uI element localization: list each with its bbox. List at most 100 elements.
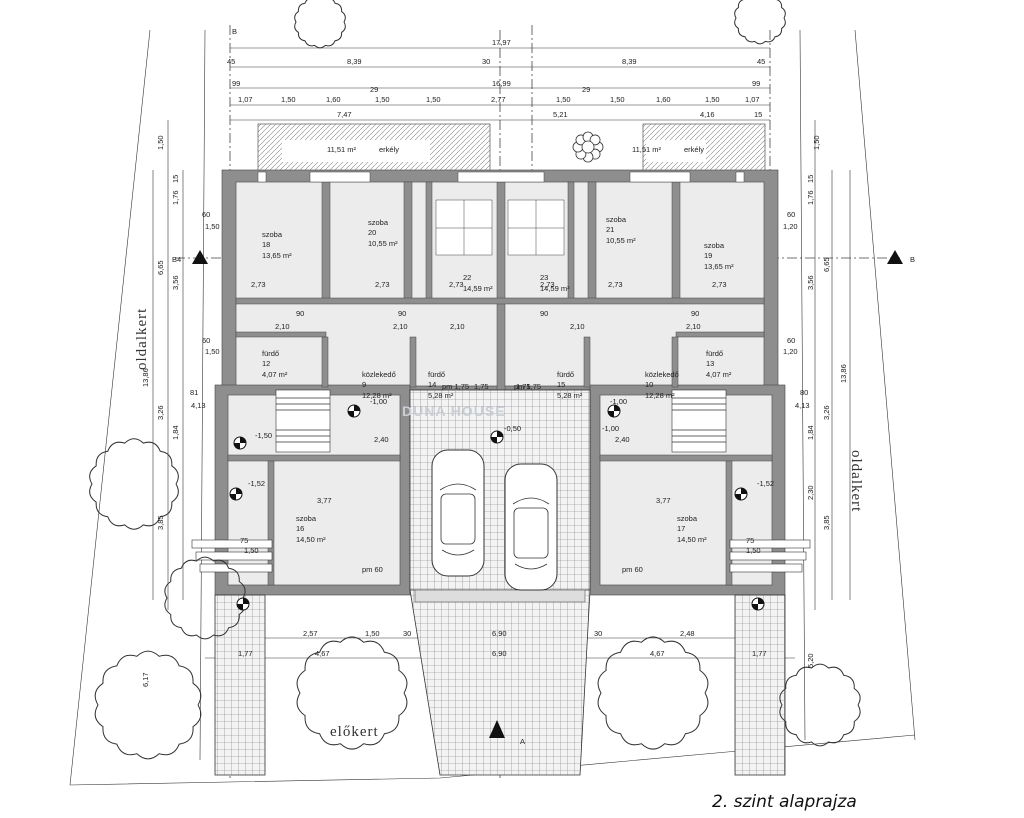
level-marker-icon bbox=[236, 597, 250, 611]
room-area: 13,65 m² bbox=[262, 251, 292, 260]
dimension-label: 17,97 bbox=[492, 38, 511, 47]
room-name: szoba bbox=[677, 514, 698, 523]
tree-crown bbox=[296, 636, 408, 750]
dimension-label: 90 bbox=[296, 309, 304, 318]
level-marker-icon bbox=[347, 404, 361, 418]
dimension-label: 1,84 bbox=[171, 425, 180, 440]
dimension-label: 6,17 bbox=[141, 672, 150, 687]
dimension-label: 16,99 bbox=[492, 79, 511, 88]
dimension-label: 29 bbox=[370, 85, 378, 94]
room-name: fürdő bbox=[262, 349, 279, 358]
section-arrow-bottom bbox=[489, 720, 505, 738]
dimension-label: 2,73 bbox=[449, 280, 464, 289]
dimension-label: 2,10 bbox=[275, 322, 290, 331]
dimension-label: 4,13 bbox=[795, 401, 810, 410]
plan-title: 2. szint alaprajza bbox=[712, 792, 857, 812]
dimension-label: 2,73 bbox=[251, 280, 266, 289]
dimension-label: 13,86 bbox=[839, 364, 848, 383]
dimension-label: 1,50 bbox=[812, 135, 821, 150]
level-marker-icon bbox=[229, 487, 243, 501]
section-arrow-right bbox=[887, 250, 903, 264]
dimension-label: 2,73 bbox=[712, 280, 727, 289]
level-marker-icon bbox=[751, 597, 765, 611]
room-name: közlekedő bbox=[362, 370, 396, 379]
room-name: fürdő bbox=[557, 370, 574, 379]
room-area: 4,07 m² bbox=[262, 370, 288, 379]
dimension-label: 99 bbox=[752, 79, 760, 88]
room-area: 14,50 m² bbox=[677, 535, 707, 544]
dimension-label: pm 1,75 bbox=[514, 382, 541, 391]
dimension-label: 3,77 bbox=[317, 496, 332, 505]
room-number: 21 bbox=[606, 225, 614, 234]
dimension-label: 2,48 bbox=[680, 629, 695, 638]
right-side-garden-label: oldalkert bbox=[848, 450, 864, 512]
dimension-label: 1,50 bbox=[365, 629, 380, 638]
dimension-label: 1,20 bbox=[783, 347, 798, 356]
driveway bbox=[214, 389, 786, 776]
section-marks: B4 B B A bbox=[172, 27, 915, 746]
level-marker-icon bbox=[490, 430, 504, 444]
windows bbox=[257, 171, 745, 256]
dimension-label: -0,50 bbox=[504, 424, 521, 433]
section-mark-bottom: A bbox=[520, 737, 525, 746]
dimension-label: 1,50 bbox=[205, 347, 220, 356]
dimension-label: 45 bbox=[757, 57, 765, 66]
dimension-label: -1,50 bbox=[255, 431, 272, 440]
dimension-label: 1,20 bbox=[783, 222, 798, 231]
tree bbox=[294, 0, 346, 49]
room-area: 10,55 m² bbox=[606, 236, 636, 245]
dimension-label: 15 bbox=[171, 175, 180, 183]
dimension-label: -1,52 bbox=[757, 479, 774, 488]
room-area: 5,28 m² bbox=[557, 391, 583, 400]
dimension-label: 3,26 bbox=[156, 405, 165, 420]
dimension-label: 1,77 bbox=[238, 649, 253, 658]
dimension-label: 1,50 bbox=[556, 95, 571, 104]
balconies bbox=[257, 123, 766, 173]
dimension-label: 8,39 bbox=[622, 57, 637, 66]
dimension-label: 3,85 bbox=[156, 515, 165, 530]
dimension-label: 1,84 bbox=[806, 425, 815, 440]
flower-icon bbox=[572, 131, 604, 163]
room-area: 12,28 m² bbox=[362, 391, 392, 400]
top-dimension-lines bbox=[230, 47, 770, 121]
dimension-label: 8,39 bbox=[347, 57, 362, 66]
dimension-label: 1,76 bbox=[806, 190, 815, 205]
tree bbox=[89, 438, 179, 530]
tree-crown bbox=[164, 556, 246, 640]
dimension-label: 6,90 bbox=[492, 649, 507, 658]
dimension-label: 1,50 bbox=[375, 95, 390, 104]
room-name: szoba bbox=[368, 218, 389, 227]
room-name: szoba bbox=[296, 514, 317, 523]
room-number: 13 bbox=[706, 359, 714, 368]
room-area: 4,07 m² bbox=[706, 370, 732, 379]
dimension-label: 90 bbox=[540, 309, 548, 318]
room-number: 16 bbox=[296, 524, 304, 533]
room-number: 12 bbox=[262, 359, 270, 368]
dimension-label: pm 1,75 bbox=[442, 382, 469, 391]
dimension-label: 2,10 bbox=[686, 322, 701, 331]
room-number: 18 bbox=[262, 240, 270, 249]
dimension-label: 1,50 bbox=[244, 546, 259, 555]
dimension-label: 3,56 bbox=[171, 275, 180, 290]
dimension-label: 1,76 bbox=[171, 190, 180, 205]
dimension-label: 13,86 bbox=[141, 368, 150, 387]
dimension-label: 30 bbox=[482, 57, 490, 66]
dimension-label: 2,10 bbox=[570, 322, 585, 331]
dimension-label: -1,00 bbox=[602, 424, 619, 433]
left-side-garden-label: oldalkert bbox=[134, 308, 150, 370]
room-number: 14 bbox=[428, 380, 436, 389]
tree-crown bbox=[597, 636, 709, 750]
dimension-label: 30 bbox=[594, 629, 602, 638]
room-number: 20 bbox=[368, 228, 376, 237]
section-mark-left: B4 bbox=[172, 255, 181, 264]
dimension-label: 60 bbox=[787, 210, 795, 219]
dimension-label: 29 bbox=[582, 85, 590, 94]
